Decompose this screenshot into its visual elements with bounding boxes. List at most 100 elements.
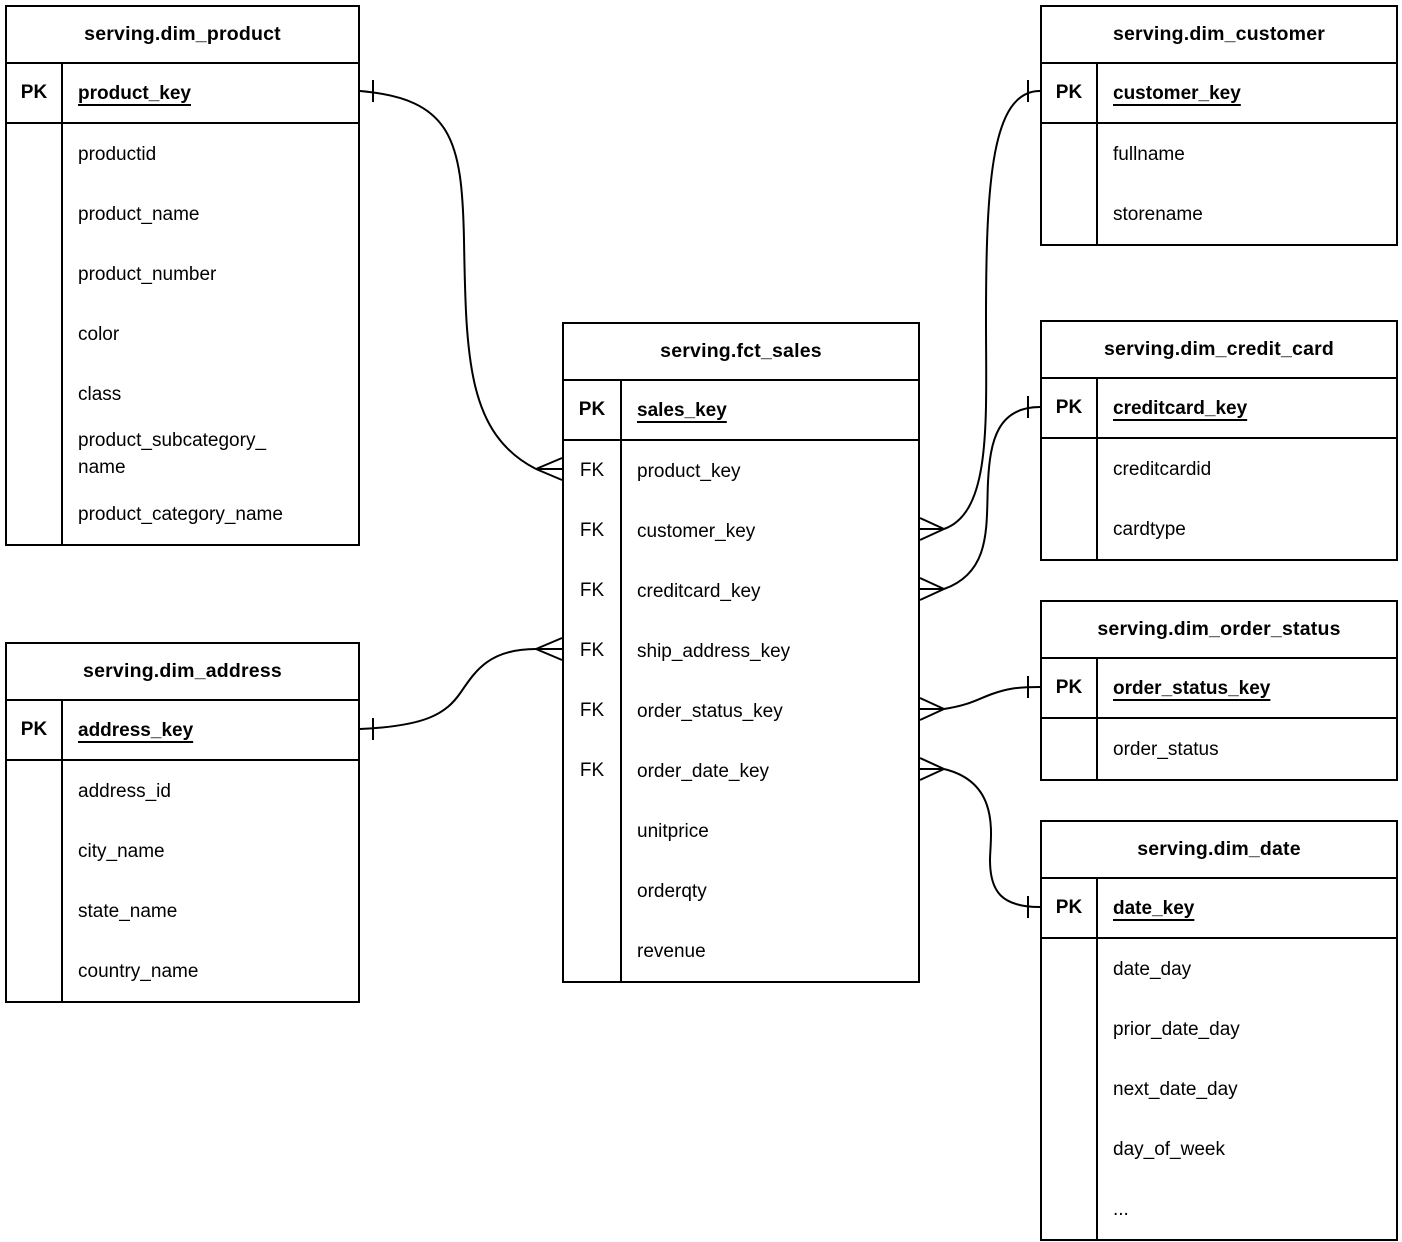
field-name: order_status bbox=[1113, 738, 1219, 760]
many-cardinality-crow-foot-icon bbox=[919, 768, 945, 781]
relationship-line bbox=[943, 686, 1041, 710]
empty-key-cell bbox=[7, 244, 63, 304]
pk-row: PK customer_key bbox=[1042, 64, 1396, 124]
field-name: product_name bbox=[78, 203, 200, 225]
field-name: state_name bbox=[78, 900, 178, 922]
field-name: product_number bbox=[78, 263, 217, 285]
relationship-line bbox=[359, 648, 537, 730]
empty-key-cell bbox=[7, 881, 63, 941]
table-title: serving.dim_address bbox=[7, 644, 358, 701]
table-row: productid bbox=[7, 124, 358, 184]
table-row: product_category_name bbox=[7, 484, 358, 544]
table-row: storename bbox=[1042, 184, 1396, 244]
empty-key-cell bbox=[564, 861, 622, 921]
many-cardinality-crow-foot-icon bbox=[919, 528, 945, 541]
table-row: ... bbox=[1042, 1179, 1396, 1239]
relationship-line bbox=[943, 406, 1041, 590]
empty-key-cell bbox=[7, 304, 63, 364]
pk-field-name: date_key bbox=[1113, 897, 1195, 919]
field-name: cardtype bbox=[1113, 518, 1186, 540]
pk-row: PK sales_key bbox=[564, 381, 918, 441]
field-name: product_category_name bbox=[78, 503, 283, 525]
pk-badge: PK bbox=[1042, 64, 1098, 122]
table-row: fullname bbox=[1042, 124, 1396, 184]
pk-badge: PK bbox=[7, 701, 63, 759]
many-cardinality-crow-foot-icon bbox=[919, 697, 945, 710]
field-name: class bbox=[78, 383, 122, 405]
table-title: serving.dim_date bbox=[1042, 822, 1396, 879]
field-name: day_of_week bbox=[1113, 1138, 1225, 1160]
pk-field-name: sales_key bbox=[637, 399, 727, 421]
field-name: unitprice bbox=[637, 820, 709, 842]
empty-key-cell bbox=[7, 124, 63, 184]
empty-key-cell bbox=[7, 364, 63, 424]
field-name: country_name bbox=[78, 960, 199, 982]
field-name: city_name bbox=[78, 840, 165, 862]
connector-order_status_key bbox=[919, 676, 1041, 721]
pk-field-name: customer_key bbox=[1113, 82, 1241, 104]
empty-key-cell bbox=[7, 184, 63, 244]
empty-key-cell bbox=[7, 484, 63, 544]
pk-badge: PK bbox=[7, 64, 63, 122]
table-row: product_name bbox=[7, 184, 358, 244]
table-title: serving.dim_product bbox=[7, 7, 358, 64]
table-row: FK product_key bbox=[564, 441, 918, 501]
field-name: storename bbox=[1113, 203, 1203, 225]
table-row: product_subcategory_ name bbox=[7, 424, 358, 484]
field-name: order_status_key bbox=[637, 700, 783, 722]
field-name: color bbox=[78, 323, 120, 345]
table-row: state_name bbox=[7, 881, 358, 941]
table-row: product_number bbox=[7, 244, 358, 304]
table-row: creditcardid bbox=[1042, 439, 1396, 499]
pk-badge: PK bbox=[564, 381, 622, 439]
many-cardinality-crow-foot-icon bbox=[535, 648, 563, 661]
table-row: order_status bbox=[1042, 719, 1396, 779]
field-name: product_key bbox=[637, 460, 741, 482]
field-name: customer_key bbox=[637, 520, 756, 542]
field-name: productid bbox=[78, 143, 157, 165]
field-name: orderqty bbox=[637, 880, 707, 902]
many-cardinality-crow-foot-icon bbox=[919, 588, 945, 601]
many-cardinality-crow-foot-icon bbox=[919, 517, 945, 530]
fk-badge: FK bbox=[564, 441, 622, 501]
connector-customer_key bbox=[919, 80, 1041, 541]
empty-key-cell bbox=[1042, 719, 1098, 779]
empty-key-cell bbox=[7, 424, 63, 484]
many-cardinality-crow-foot-icon bbox=[535, 468, 563, 481]
many-cardinality-crow-foot-icon bbox=[535, 637, 563, 650]
field-name: fullname bbox=[1113, 143, 1185, 165]
field-name: revenue bbox=[637, 940, 706, 962]
table-row: revenue bbox=[564, 921, 918, 981]
table-title: serving.fct_sales bbox=[564, 324, 918, 381]
table-row: orderqty bbox=[564, 861, 918, 921]
table-row: color bbox=[7, 304, 358, 364]
table-title: serving.dim_credit_card bbox=[1042, 322, 1396, 379]
empty-key-cell bbox=[564, 921, 622, 981]
field-name: date_day bbox=[1113, 958, 1192, 980]
connector-creditcard_key bbox=[919, 396, 1041, 601]
table-title: serving.dim_order_status bbox=[1042, 602, 1396, 659]
relationship-line bbox=[943, 90, 1041, 530]
table-title: serving.dim_customer bbox=[1042, 7, 1396, 64]
fk-badge: FK bbox=[564, 741, 622, 801]
connector-product_key bbox=[359, 80, 563, 481]
empty-key-cell bbox=[1042, 1059, 1098, 1119]
table-row: date_day bbox=[1042, 939, 1396, 999]
